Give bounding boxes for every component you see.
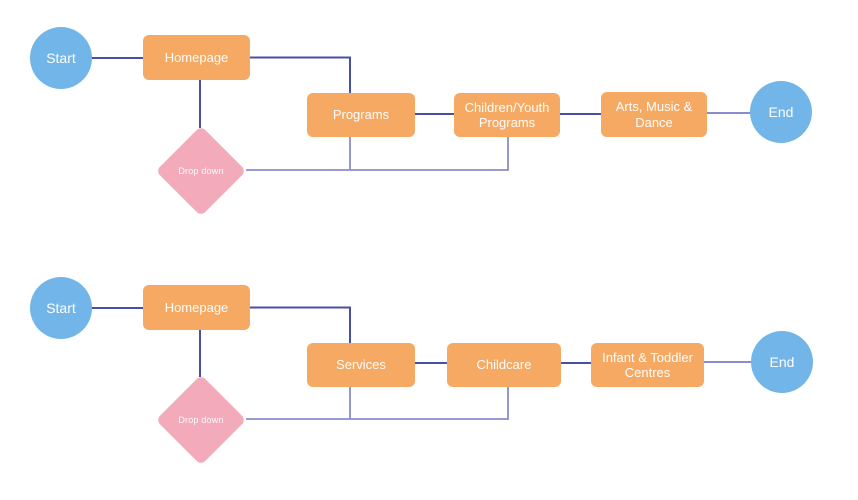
dropdown-decision-1: Drop down [155,125,247,217]
children-youth-programs-label: Children/Youth Programs [464,99,550,130]
childcare-node: Childcare [447,343,561,387]
homepage-node-1: Homepage [143,35,250,80]
programs-label: Programs [332,107,390,123]
connector-dropdown-childcare-bypass [246,387,509,420]
homepage-label-1: Homepage [164,49,229,65]
connector-homepage-programs [250,56,351,93]
connector-dropdown-children-bypass [246,137,509,171]
children-youth-programs-node: Children/Youth Programs [454,93,560,137]
arts-music-dance-label: Arts, Music & Dance [615,99,693,130]
end-label-1: End [768,104,794,120]
infant-toddler-centres-label: Infant & Toddler Centres [602,349,693,380]
end-label-2: End [769,354,795,370]
services-label: Services [336,357,386,373]
start-label-1: Start [46,50,76,66]
arts-music-dance-node: Arts, Music & Dance [601,92,707,137]
childcare-label: Childcare [476,357,532,373]
start-label-2: Start [46,300,76,316]
connector-homepage-services [250,306,351,343]
end-node-1: End [750,81,812,143]
dropdown-label-2: Drop down [178,415,224,425]
services-node: Services [307,343,415,387]
start-node-1: Start [30,27,92,89]
start-node-2: Start [30,277,92,339]
end-node-2: End [751,331,813,393]
dropdown-decision-2: Drop down [155,374,247,466]
dropdown-label-1: Drop down [178,166,224,176]
infant-toddler-centres-node: Infant & Toddler Centres [591,343,704,387]
homepage-node-2: Homepage [143,285,250,330]
homepage-label-2: Homepage [164,299,229,315]
programs-node: Programs [307,93,415,137]
